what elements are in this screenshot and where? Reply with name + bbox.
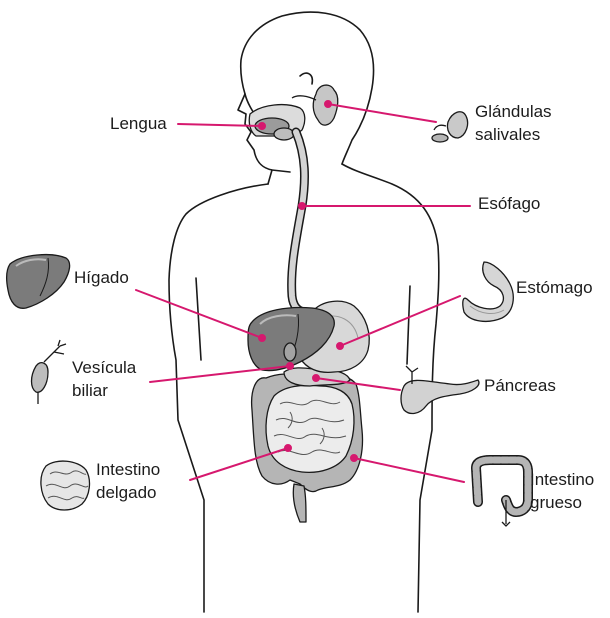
stomach-icon <box>463 262 513 321</box>
label-vesicula-line2: biliar <box>72 379 136 402</box>
parotid-duct <box>292 96 316 100</box>
sublingual-gland <box>274 128 294 140</box>
label-int-grueso-line1: Intestino <box>530 468 594 491</box>
head-outline <box>241 12 374 164</box>
label-int-delgado-line1: Intestino <box>96 458 160 481</box>
label-pancreas-text: Páncreas <box>484 374 556 397</box>
leader-int-delgado-dot <box>285 445 291 451</box>
label-higado-text: Hígado <box>74 266 129 289</box>
label-lengua: Lengua <box>110 112 167 135</box>
label-lengua-text: Lengua <box>110 112 167 135</box>
rectum <box>293 484 306 522</box>
ear <box>300 73 312 84</box>
label-int-delgado-line2: delgado <box>96 481 160 504</box>
salivary-glands-icon <box>432 112 468 142</box>
leader-glandulas-dot <box>325 101 331 107</box>
small-intestine-icon <box>41 461 90 510</box>
label-glandulas-salivales: Glándulas salivales <box>475 100 552 146</box>
gallbladder-icon <box>32 340 67 404</box>
leader-vesicula-dot <box>287 363 293 369</box>
leader-lengua-dot <box>259 123 265 129</box>
leader-int-grueso <box>354 458 464 482</box>
leader-higado-dot <box>259 335 265 341</box>
pancreas-icon <box>401 366 479 413</box>
armpit-left <box>196 278 201 360</box>
label-higado: Hígado <box>74 266 129 289</box>
label-pancreas: Páncreas <box>484 374 556 397</box>
label-esofago: Esófago <box>478 192 540 215</box>
small-intestine <box>266 385 354 472</box>
label-vesicula-line1: Vesícula <box>72 356 136 379</box>
leader-esofago-dot <box>299 203 305 209</box>
armpit-right <box>407 286 410 364</box>
leader-pancreas-dot <box>313 375 319 381</box>
leader-estomago-dot <box>337 343 343 349</box>
label-esofago-text: Esófago <box>478 192 540 215</box>
neck-front <box>268 170 272 184</box>
leader-int-grueso-dot <box>351 455 357 461</box>
label-vesicula-biliar: Vesícula biliar <box>72 356 136 402</box>
label-glandulas-line2: salivales <box>475 123 552 146</box>
label-estomago: Estómago <box>516 276 593 299</box>
liver-icon <box>7 255 70 309</box>
label-intestino-grueso: Intestino grueso <box>530 468 594 514</box>
large-intestine-icon <box>476 460 528 526</box>
label-glandulas-line1: Glándulas <box>475 100 552 123</box>
leader-glandulas <box>328 104 436 122</box>
label-estomago-text: Estómago <box>516 276 593 299</box>
gallbladder-shape <box>284 343 296 361</box>
label-int-grueso-line2: grueso <box>530 491 594 514</box>
label-intestino-delgado: Intestino delgado <box>96 458 160 504</box>
